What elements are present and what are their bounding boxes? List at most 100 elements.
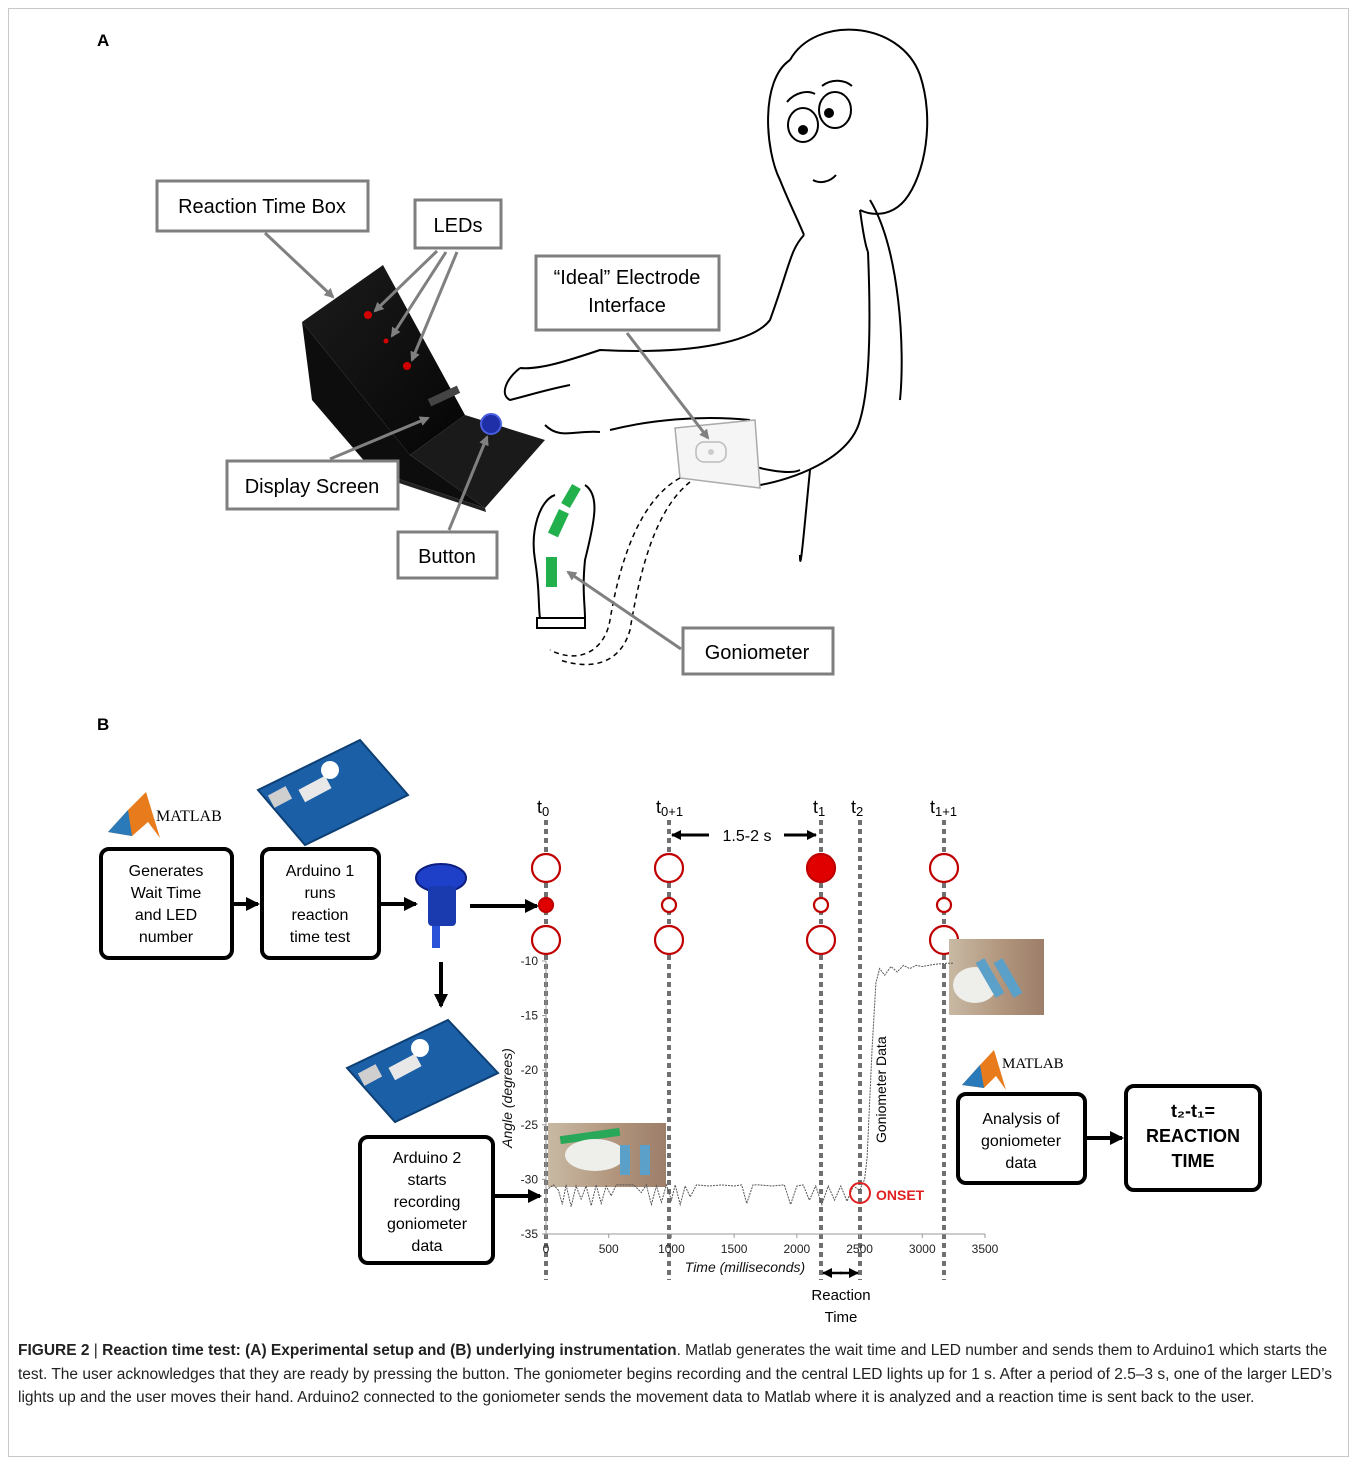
arrow-to-led-center	[390, 251, 448, 338]
led-large-bottom-t1	[805, 924, 837, 956]
led-large-top-t11	[928, 852, 960, 884]
svg-text:reaction: reaction	[292, 907, 349, 924]
y-axis-label: Angle (degrees)	[499, 1048, 515, 1149]
hand-photo-after	[949, 939, 1044, 1015]
arrow-to-electrode	[625, 332, 710, 440]
interval-label: 1.5-2 s	[723, 828, 772, 845]
y-tick-label: -15	[521, 1009, 539, 1023]
svg-text:starts: starts	[407, 1172, 446, 1189]
person-illustration	[503, 28, 929, 629]
svg-text:Interface: Interface	[588, 295, 666, 317]
led-top	[364, 311, 372, 319]
callout-button: Button	[396, 530, 499, 580]
svg-text:Button: Button	[418, 546, 476, 568]
svg-text:LEDs: LEDs	[434, 215, 483, 237]
goniometer-strip-lower	[546, 557, 557, 587]
onset-label: ONSET	[876, 1187, 925, 1203]
led-center-t11	[935, 896, 953, 914]
box-analysis: Analysis of goniometer data	[956, 1092, 1087, 1185]
figure-caption: FIGURE 2 | Reaction time test: (A) Exper…	[18, 1339, 1338, 1410]
reaction-time-label-1: Reaction	[811, 1287, 870, 1304]
onset-marker	[849, 1182, 871, 1204]
callout-electrode-interface: “Ideal” Electrode Interface	[534, 254, 721, 332]
figure-canvas: A	[97, 28, 1262, 1326]
goniometer-cable-2	[559, 481, 691, 666]
series-line-0	[545, 962, 954, 1207]
svg-text:Generates: Generates	[129, 863, 204, 880]
reaction-time-label-2: Time	[825, 1309, 858, 1326]
led-center	[383, 338, 389, 344]
arrow-to-box	[263, 231, 335, 299]
goniometer-cable	[549, 477, 681, 657]
svg-text:Reaction Time Box: Reaction Time Box	[178, 196, 346, 218]
x-tick-label: 0	[543, 1242, 550, 1256]
figure-frame	[8, 8, 1349, 1457]
caption-title: Reaction time test: (A) Experimental set…	[102, 1342, 677, 1359]
svg-text:number: number	[139, 929, 194, 946]
svg-text:MATLAB: MATLAB	[1002, 1056, 1064, 1072]
x-tick-label: 500	[599, 1242, 619, 1256]
svg-text:Goniometer: Goniometer	[705, 642, 810, 664]
led-center-t1	[812, 896, 830, 914]
led-center-t0-lit	[537, 896, 555, 914]
svg-text:data: data	[1005, 1155, 1036, 1172]
svg-text:MATLAB: MATLAB	[156, 808, 222, 825]
arrow-to-led-top	[373, 249, 439, 313]
electrode-interface-illustration	[674, 419, 761, 489]
box-reaction-time-result: t₂-t₁= REACTION TIME	[1124, 1084, 1262, 1192]
time-marker-t2: t2	[851, 797, 863, 819]
arrow-to-display	[329, 416, 430, 461]
caption-figure-label: FIGURE 2	[18, 1342, 90, 1359]
box-arduino2: Arduino 2 starts recording goniometer da…	[358, 1135, 495, 1265]
x-tick-label: 3500	[972, 1242, 999, 1256]
svg-text:recording: recording	[394, 1194, 461, 1211]
time-marker-t0: t0	[537, 797, 549, 819]
push-button	[480, 413, 502, 435]
svg-text:goniometer: goniometer	[387, 1216, 468, 1233]
led-bottom	[403, 362, 411, 370]
svg-text:Arduino 1: Arduino 1	[286, 863, 355, 880]
x-tick-label: 2500	[846, 1242, 873, 1256]
matlab-logo-bottom: MATLAB	[962, 1050, 1064, 1090]
callout-leds: LEDs	[413, 198, 503, 250]
x-tick-label: 2000	[784, 1242, 811, 1256]
led-center-t01	[660, 896, 678, 914]
x-tick-label: 1500	[721, 1242, 748, 1256]
display-screen	[427, 385, 461, 407]
y-tick-label: -10	[521, 954, 539, 968]
led-state-circles	[530, 852, 960, 956]
arrow-to-button	[447, 435, 489, 531]
svg-text:time test: time test	[290, 929, 351, 946]
arduino-board-2	[345, 1018, 500, 1124]
box-arduino1: Arduino 1 runs reaction time test	[260, 847, 381, 960]
x-tick-label: 3000	[909, 1242, 936, 1256]
led-large-top-t1-lit	[805, 852, 837, 884]
goniometer-data-label: Goniometer Data	[873, 1036, 889, 1143]
x-axis-label: Time (milliseconds)	[685, 1259, 805, 1275]
time-marker-t1-plus-1: t1+1	[930, 797, 957, 819]
led-large-top-t0	[530, 852, 562, 884]
svg-text:Wait Time: Wait Time	[131, 885, 202, 902]
led-large-bottom-t0	[530, 924, 562, 956]
led-large-bottom-t01	[653, 924, 685, 956]
svg-text:goniometer: goniometer	[981, 1133, 1062, 1150]
goniometer-strip-mid	[547, 509, 569, 538]
svg-text:Display Screen: Display Screen	[245, 476, 380, 498]
svg-text:t₂-t₁=: t₂-t₁=	[1171, 1101, 1215, 1121]
time-marker-t1: t1	[813, 797, 825, 819]
arrow-to-led-bottom	[410, 251, 459, 362]
svg-text:REACTION: REACTION	[1146, 1126, 1240, 1146]
y-tick-label: -35	[521, 1227, 539, 1241]
callout-reaction-time-box: Reaction Time Box	[155, 179, 370, 233]
svg-text:TIME: TIME	[1172, 1151, 1215, 1171]
matlab-logo-top: MATLAB	[108, 792, 222, 838]
svg-text:runs: runs	[304, 885, 335, 902]
panel-b-label: B	[97, 715, 109, 734]
svg-text:Analysis of: Analysis of	[982, 1111, 1060, 1128]
callout-display-screen: Display Screen	[225, 459, 400, 511]
caption-body: . Matlab generates the wait time and LED…	[18, 1342, 1332, 1406]
box-generates-wait-time: Generates Wait Time and LED number	[99, 847, 234, 960]
hand-photo-before	[548, 1123, 666, 1187]
arduino-board-1	[256, 738, 410, 847]
